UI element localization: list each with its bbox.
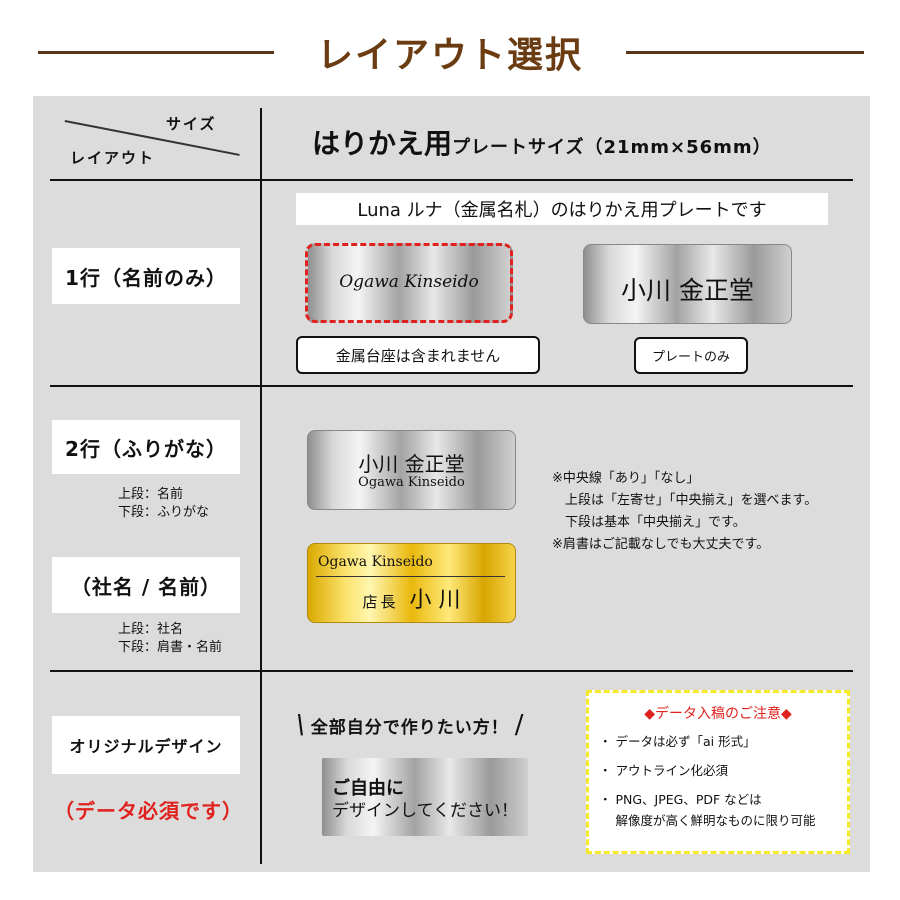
notice-item-outline: ・ アウトライン化必須 (599, 763, 728, 778)
header-line-right (626, 51, 864, 54)
row2-gold-en: Ogawa Kinseido (318, 554, 433, 570)
no-metal-base-note: 金属台座は含まれません (296, 336, 540, 374)
row-divider-2 (50, 385, 853, 387)
row1-plate-en: Ogawa Kinseido (305, 243, 513, 323)
headline-slash-right: / (514, 710, 524, 740)
row1-label: 1行（名前のみ） (52, 248, 240, 304)
corner-size-label: サイズ (166, 115, 217, 133)
size-header-main: はりかえ用 (312, 127, 453, 160)
row3-headline-text: 全部自分で作りたい方！ (310, 717, 509, 738)
row1-plate-jp-text: 小川 金正堂 (621, 276, 754, 305)
row2-furigana-sub: 上段：名前 下段：ふりがな (118, 487, 210, 520)
page-title: レイアウト選択 (316, 35, 583, 76)
row2-gold-title: 店長 (362, 593, 399, 611)
row3-plate-bold: ご自由に (332, 778, 404, 799)
data-submission-notice: ◆データ入稿のご注意◆ ・ データは必ず「ai 形式」 ・ アウトライン化必須 … (586, 690, 850, 854)
row2-silver-plate: 小川 金正堂 Ogawa Kinseido (307, 430, 516, 510)
header-line-left (38, 51, 274, 54)
row-divider-3 (50, 670, 853, 672)
column-divider (260, 108, 262, 864)
row3-free-design-plate: ご自由に デザインしてください！ (322, 758, 528, 836)
size-header-sub: プレートサイズ（21mm×56mm） (452, 137, 772, 158)
row2-gold-name: 小 川 (409, 588, 461, 613)
row2-notes: ※中央線「あり」「なし」 上段は「左寄せ」「中央揃え」を選べます。 下段は基本「… (552, 471, 818, 552)
row2-gold-center-line (316, 576, 505, 577)
row3-plate-text: デザインしてください！ (332, 801, 518, 821)
luna-caption: Luna ルナ（金属名札）のはりかえ用プレートです (296, 193, 828, 225)
row3-label: オリジナルデザイン (52, 716, 240, 774)
size-header: はりかえ用プレートサイズ（21mm×56mm） (312, 122, 772, 162)
row2-silver-en: Ogawa Kinseido (358, 475, 465, 490)
row3-data-required: （データ必須です） (54, 799, 243, 823)
row2-silver-jp: 小川 金正堂 (358, 452, 465, 476)
plate-only-note: プレートのみ (634, 337, 748, 374)
row2-gold-bottom: 店長 小 川 (308, 582, 515, 614)
notice-item-formats: ・ PNG、JPEG、PDF などは 解像度が高く鮮明なものに限り可能 (599, 792, 816, 828)
luna-caption-text: Luna ルナ（金属名札）のはりかえ用プレートです (357, 200, 767, 221)
corner-layout-label: レイアウト (70, 149, 156, 167)
row2-gold-plate: Ogawa Kinseido 店長 小 川 (307, 543, 516, 623)
row1-plate-jp: 小川 金正堂 (583, 244, 792, 324)
row-divider-1 (50, 179, 853, 181)
row3-headline: \ 全部自分で作りたい方！ / (293, 710, 524, 740)
notice-item-ai: ・ データは必ず「ai 形式」 (599, 734, 756, 749)
row1-plate-en-text: Ogawa Kinseido (339, 272, 479, 292)
notice-title: ◆データ入稿のご注意◆ (644, 706, 792, 722)
row2-label-furigana: 2行（ふりがな） (52, 420, 240, 474)
headline-slash-left: \ (293, 710, 308, 740)
row2-label-company: （社名 / 名前） (52, 557, 240, 613)
row2-company-sub: 上段：社名 下段：肩書・名前 (118, 622, 223, 655)
